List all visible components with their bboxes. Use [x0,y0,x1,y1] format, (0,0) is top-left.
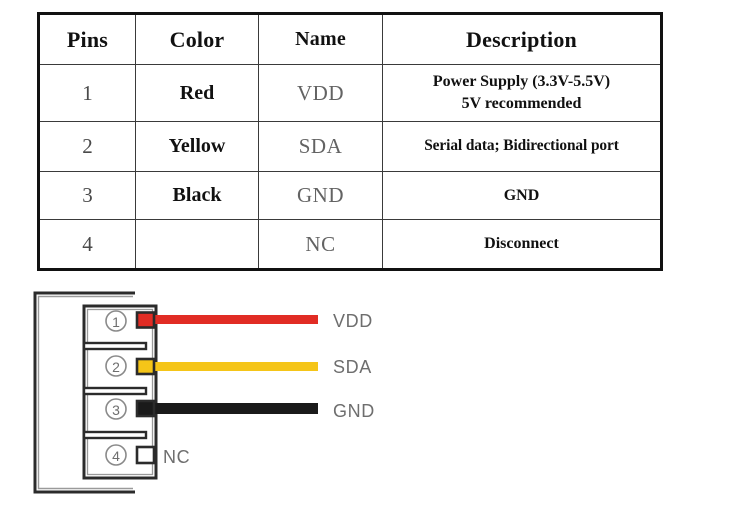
pin-marker-1: 1 [105,310,127,332]
wire-vdd [146,315,318,324]
svg-text:2: 2 [112,359,120,375]
pin-marker-3: 3 [105,398,127,420]
cell-description-1: Power Supply (3.3V-5.5V) 5V recommended [382,64,662,122]
connector-housing-outline [33,291,135,494]
terminal-square-pin-1 [135,311,156,329]
terminal-square-pin-3 [135,399,156,418]
terminal-square-pin-2 [135,357,156,376]
table-row: 4 NC Disconnect [38,219,662,270]
wire-gnd [146,403,318,414]
cell-description-3: GND [382,171,662,220]
pin-marker-4: 4 [105,444,127,466]
table-row: 2 Yellow SDA Serial data; Bidirectional … [38,121,662,172]
cell-name-3: GND [258,171,383,220]
column-header-color: Color [135,13,259,65]
cell-name-4: NC [258,219,383,270]
cell-name-1: VDD [258,64,383,122]
cell-name-2: SDA [258,121,383,172]
svg-text:3: 3 [112,402,120,418]
cell-pin-4: 4 [38,219,136,270]
table-row: 1 Red VDD Power Supply (3.3V-5.5V) 5V re… [38,64,662,122]
description-line-1: Power Supply (3.3V-5.5V) [432,73,611,91]
cell-pin-3: 3 [38,171,136,220]
wire-label-sda: SDA [333,357,372,377]
wire-label-nc: NC [163,447,191,467]
cell-description-4: Disconnect [382,219,662,270]
terminal-square-pin-4 [135,445,156,465]
wire-sda [146,362,318,371]
table-row: 3 Black GND GND [38,171,662,220]
wire-label-gnd: GND [333,401,375,421]
cell-color-2: Yellow [135,121,259,172]
column-header-name: Name [258,13,383,65]
description-line-2: 5V recommended [461,95,582,112]
cell-color-3: Black [135,171,259,220]
svg-text:1: 1 [112,314,120,330]
wire-label-vdd: VDD [333,311,373,331]
svg-text:4: 4 [112,448,120,464]
cell-pin-2: 2 [38,121,136,172]
column-header-pins: Pins [38,13,136,65]
column-header-description: Description [382,13,662,65]
pin-marker-2: 2 [105,355,127,377]
cell-color-4 [135,219,259,270]
connector-pin-body-outline [82,304,158,480]
cell-color-1: Red [135,64,259,122]
cell-description-2: Serial data; Bidirectional port [382,121,662,172]
table-header-row: Pins Color Name Description [38,13,662,65]
pinout-table: Pins Color Name Description 1 Red VDD Po… [37,12,663,271]
cell-pin-1: 1 [38,64,136,122]
pin-separator-ledges [82,341,148,440]
